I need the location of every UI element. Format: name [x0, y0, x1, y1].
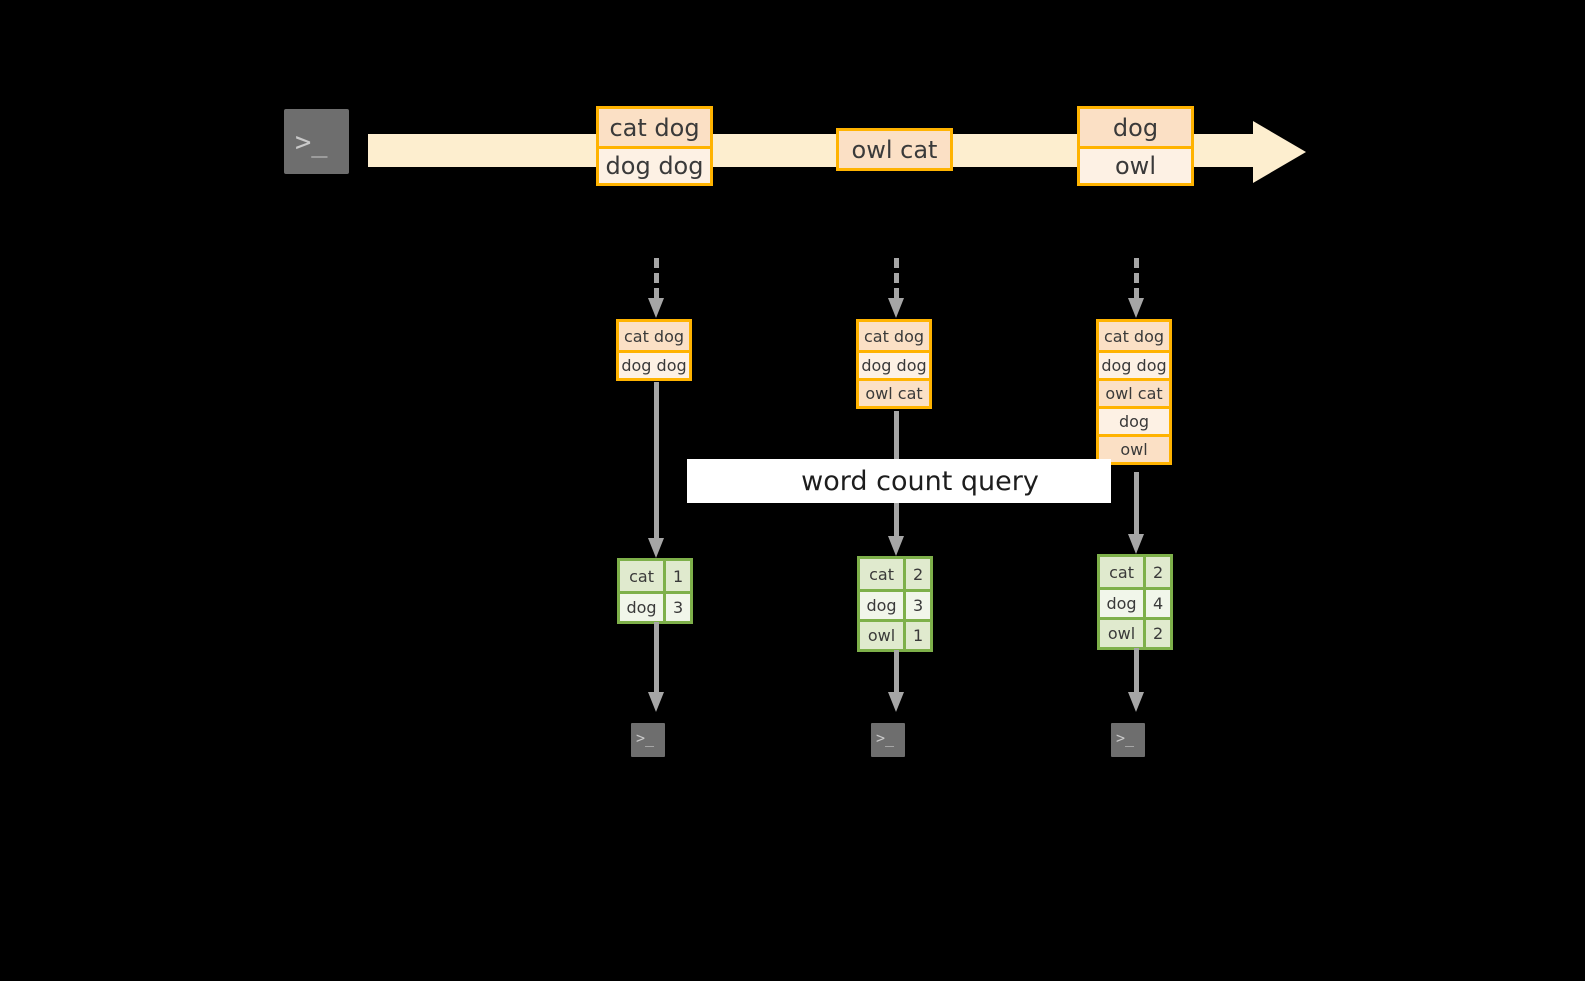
- word-cell: dog: [626, 598, 657, 617]
- word-cell: dog: [866, 596, 897, 615]
- count-cell: 2: [1143, 557, 1170, 587]
- result-table: cat 2 dog 3 owl 1: [857, 556, 933, 652]
- count-cell: 4: [1143, 590, 1170, 617]
- count-cell: 1: [903, 622, 930, 649]
- message-row: owl: [1080, 146, 1191, 183]
- table-row: dog 3: [860, 589, 930, 619]
- connector-line: [1134, 648, 1139, 692]
- count-cell: 3: [903, 592, 930, 619]
- sink-terminal-icon: >_: [1104, 716, 1152, 764]
- arrowhead-icon: [648, 538, 664, 558]
- result-table: cat 2 dog 4 owl 2: [1097, 554, 1173, 650]
- count-cell: 3: [663, 594, 690, 621]
- word-cell: cat: [869, 564, 894, 584]
- table-row: dog 3: [620, 591, 690, 621]
- snapshot-stack: cat dog dog dog owl cat: [856, 319, 932, 409]
- message-row: cat dog: [599, 109, 710, 146]
- connector-line: [894, 650, 899, 692]
- table-row: owl 1: [860, 619, 930, 649]
- snapshot-row: owl: [1099, 434, 1169, 462]
- word-cell: dog: [1106, 594, 1137, 613]
- count-cell: 1: [663, 561, 690, 591]
- terminal-prompt-glyph: >_: [295, 127, 328, 158]
- connector-line: [1134, 258, 1139, 298]
- terminal-prompt-glyph: >_: [876, 729, 895, 747]
- word-cell: cat: [1109, 562, 1134, 582]
- snapshot-row: dog: [1099, 406, 1169, 434]
- stream-message-box: owl cat: [836, 128, 953, 171]
- word-cell: owl: [1107, 624, 1136, 643]
- query-label-banner: word count query: [687, 459, 1111, 503]
- snapshot-row: dog dog: [1099, 350, 1169, 378]
- snapshot-stack: cat dog dog dog: [616, 319, 692, 381]
- count-cell: 2: [903, 559, 930, 589]
- arrowhead-icon: [1128, 534, 1144, 554]
- arrowhead-icon: [1128, 692, 1144, 712]
- snapshot-row: cat dog: [1099, 322, 1169, 350]
- arrowhead-icon: [648, 298, 664, 318]
- word-cell: cat: [629, 566, 654, 586]
- stream-arrow-head: [1253, 121, 1306, 183]
- table-row: cat 1: [620, 561, 690, 591]
- connector-line: [894, 258, 899, 298]
- stream-message-box: dog owl: [1077, 106, 1194, 186]
- table-row: dog 4: [1100, 587, 1170, 617]
- arrowhead-icon: [888, 536, 904, 556]
- terminal-prompt-glyph: >_: [636, 729, 655, 747]
- connector-line: [1134, 472, 1139, 534]
- table-row: cat 2: [1100, 557, 1170, 587]
- snapshot-row: dog dog: [859, 350, 929, 378]
- arrowhead-icon: [1128, 298, 1144, 318]
- word-cell: owl: [867, 626, 896, 645]
- snapshot-row: cat dog: [619, 322, 689, 350]
- query-label-text: word count query: [801, 465, 1039, 497]
- arrowhead-icon: [648, 692, 664, 712]
- message-row: dog: [1080, 109, 1191, 146]
- message-row: owl cat: [839, 131, 950, 168]
- source-terminal-icon: >_: [275, 100, 358, 183]
- sink-terminal-icon: >_: [864, 716, 912, 764]
- snapshot-row: cat dog: [859, 322, 929, 350]
- arrowhead-icon: [888, 692, 904, 712]
- snapshot-stack: cat dog dog dog owl cat dog owl: [1096, 319, 1172, 465]
- table-row: owl 2: [1100, 617, 1170, 647]
- result-table: cat 1 dog 3: [617, 558, 693, 624]
- snapshot-row: owl cat: [1099, 378, 1169, 406]
- connector-line: [654, 258, 659, 298]
- terminal-prompt-glyph: >_: [1116, 729, 1135, 747]
- table-row: cat 2: [860, 559, 930, 589]
- message-row: dog dog: [599, 146, 710, 183]
- connector-line: [654, 382, 659, 538]
- snapshot-row: dog dog: [619, 350, 689, 378]
- stream-message-box: cat dog dog dog: [596, 106, 713, 186]
- arrowhead-icon: [888, 298, 904, 318]
- count-cell: 2: [1143, 620, 1170, 647]
- snapshot-row: owl cat: [859, 378, 929, 406]
- sink-terminal-icon: >_: [624, 716, 672, 764]
- connector-line: [654, 622, 659, 692]
